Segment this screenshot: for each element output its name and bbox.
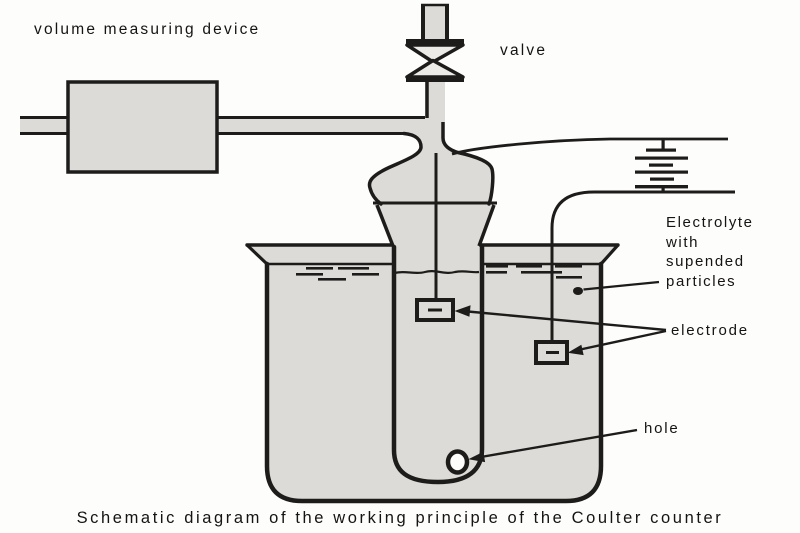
measuring-tube <box>391 244 485 485</box>
hole-arrow <box>468 428 638 463</box>
label-volume-measuring-device: volume measuring device <box>34 21 261 38</box>
particle-dot <box>573 280 660 295</box>
battery-icon <box>635 140 688 193</box>
label-electrolyte-line4: particles <box>666 272 737 290</box>
label-valve: valve <box>500 42 548 59</box>
top-tube <box>421 3 449 122</box>
flask-and-funnel <box>367 80 497 247</box>
electrode-arrows <box>454 305 667 356</box>
diagram-caption: Schematic diagram of the working princip… <box>76 509 724 527</box>
volume-measuring-device-box <box>66 80 219 174</box>
label-hole: hole <box>644 420 680 437</box>
inner-electrode <box>415 298 455 322</box>
label-electrolyte: Electrolyte with supended particles <box>666 213 754 291</box>
hole-opening <box>445 449 470 475</box>
label-electrolyte-line1: Electrolyte <box>666 214 754 231</box>
minus-sign <box>546 351 559 354</box>
valve-icon <box>405 39 465 82</box>
outer-electrode <box>534 340 569 365</box>
label-electrolyte-line2: with <box>666 233 700 251</box>
battery-circuit <box>434 137 735 342</box>
label-electrolyte-line3: supended <box>666 253 745 270</box>
label-electrode: electrode <box>671 322 749 339</box>
electrolyte-surface-marks <box>296 265 582 281</box>
minus-sign <box>428 308 442 312</box>
beaker <box>245 243 620 504</box>
